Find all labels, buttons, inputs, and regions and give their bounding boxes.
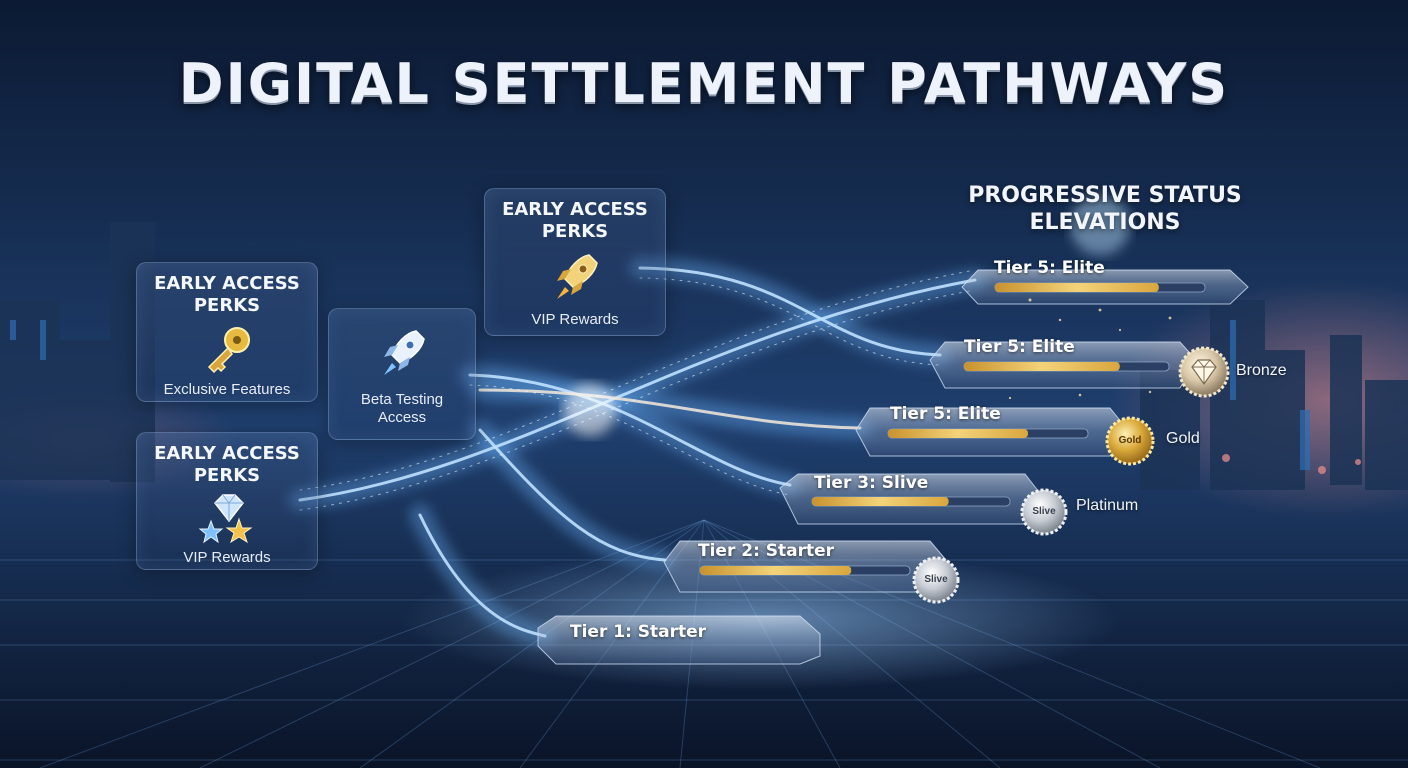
perk-caption: Beta Testing Access xyxy=(360,391,444,426)
perk-caption: VIP Rewards xyxy=(183,549,271,566)
medal-text-silver: Slive xyxy=(1032,506,1056,517)
medal-text-gold: Gold xyxy=(1118,435,1142,446)
perk-card-vip-rewards[interactable]: EARLY ACCESS PERKS VIP Rewards xyxy=(136,432,318,570)
tier-label-4: Tier 3: Slive xyxy=(814,473,929,493)
tier-label-3: Tier 5: Elite xyxy=(890,404,1001,424)
city-skyline xyxy=(0,222,1408,490)
gem-medal-icon xyxy=(1178,346,1230,398)
tier-label-1: Tier 5: Elite xyxy=(994,258,1105,278)
tier-plate-2 xyxy=(929,341,1197,389)
medal-text-silver: Slive xyxy=(924,574,948,585)
tier-progress-5 xyxy=(700,566,852,575)
perk-heading: EARLY ACCESS PERKS xyxy=(154,273,300,316)
rocket-icon xyxy=(384,330,425,375)
perk-heading: EARLY ACCESS PERKS xyxy=(502,199,648,242)
silver-medal-icon xyxy=(912,556,960,604)
perk-caption: VIP Rewards xyxy=(531,311,619,328)
tier-progress-1 xyxy=(995,283,1159,292)
tier-plate-5 xyxy=(663,540,947,593)
side-label-gold: Gold xyxy=(1166,430,1200,447)
perk-heading: EARLY ACCESS PERKS xyxy=(154,443,300,486)
tier-plate-4 xyxy=(779,473,1043,525)
section-title: PROGRESSIVE STATUS ELEVATIONS xyxy=(968,183,1242,235)
tier-plate-1 xyxy=(961,269,1249,305)
perk-caption: Exclusive Features xyxy=(163,381,291,398)
tier-plate-6 xyxy=(537,615,821,665)
tier-label-6: Tier 1: Starter xyxy=(570,622,707,642)
perk-card-exclusive-features[interactable]: EARLY ACCESS PERKS Exclusive Features xyxy=(136,262,318,402)
silver-medal-icon xyxy=(1020,488,1068,536)
side-label-bronze: Bronze xyxy=(1236,362,1287,379)
key-icon xyxy=(207,327,250,374)
tier-label-5: Tier 2: Starter xyxy=(698,541,835,561)
perk-card-vip-rewards-top[interactable]: EARLY ACCESS PERKS VIP Rewards xyxy=(484,188,666,336)
gold-medal-icon xyxy=(1105,416,1155,466)
diamond-stars-icon xyxy=(198,494,253,544)
gold-rocket-icon xyxy=(557,254,598,299)
light-streams xyxy=(289,257,986,647)
perk-card-beta-testing[interactable]: Beta Testing Access xyxy=(328,308,476,440)
tier-progress-3 xyxy=(888,429,1028,438)
tier-plate-3 xyxy=(855,407,1127,457)
tier-progress-2 xyxy=(964,362,1120,371)
side-label-platinum: Platinum xyxy=(1076,497,1139,514)
tier-progress-4 xyxy=(812,497,949,506)
tier-label-2: Tier 5: Elite xyxy=(964,337,1075,357)
main-title: DIGITAL SETTLEMENT PATHWAYS xyxy=(178,52,1230,115)
